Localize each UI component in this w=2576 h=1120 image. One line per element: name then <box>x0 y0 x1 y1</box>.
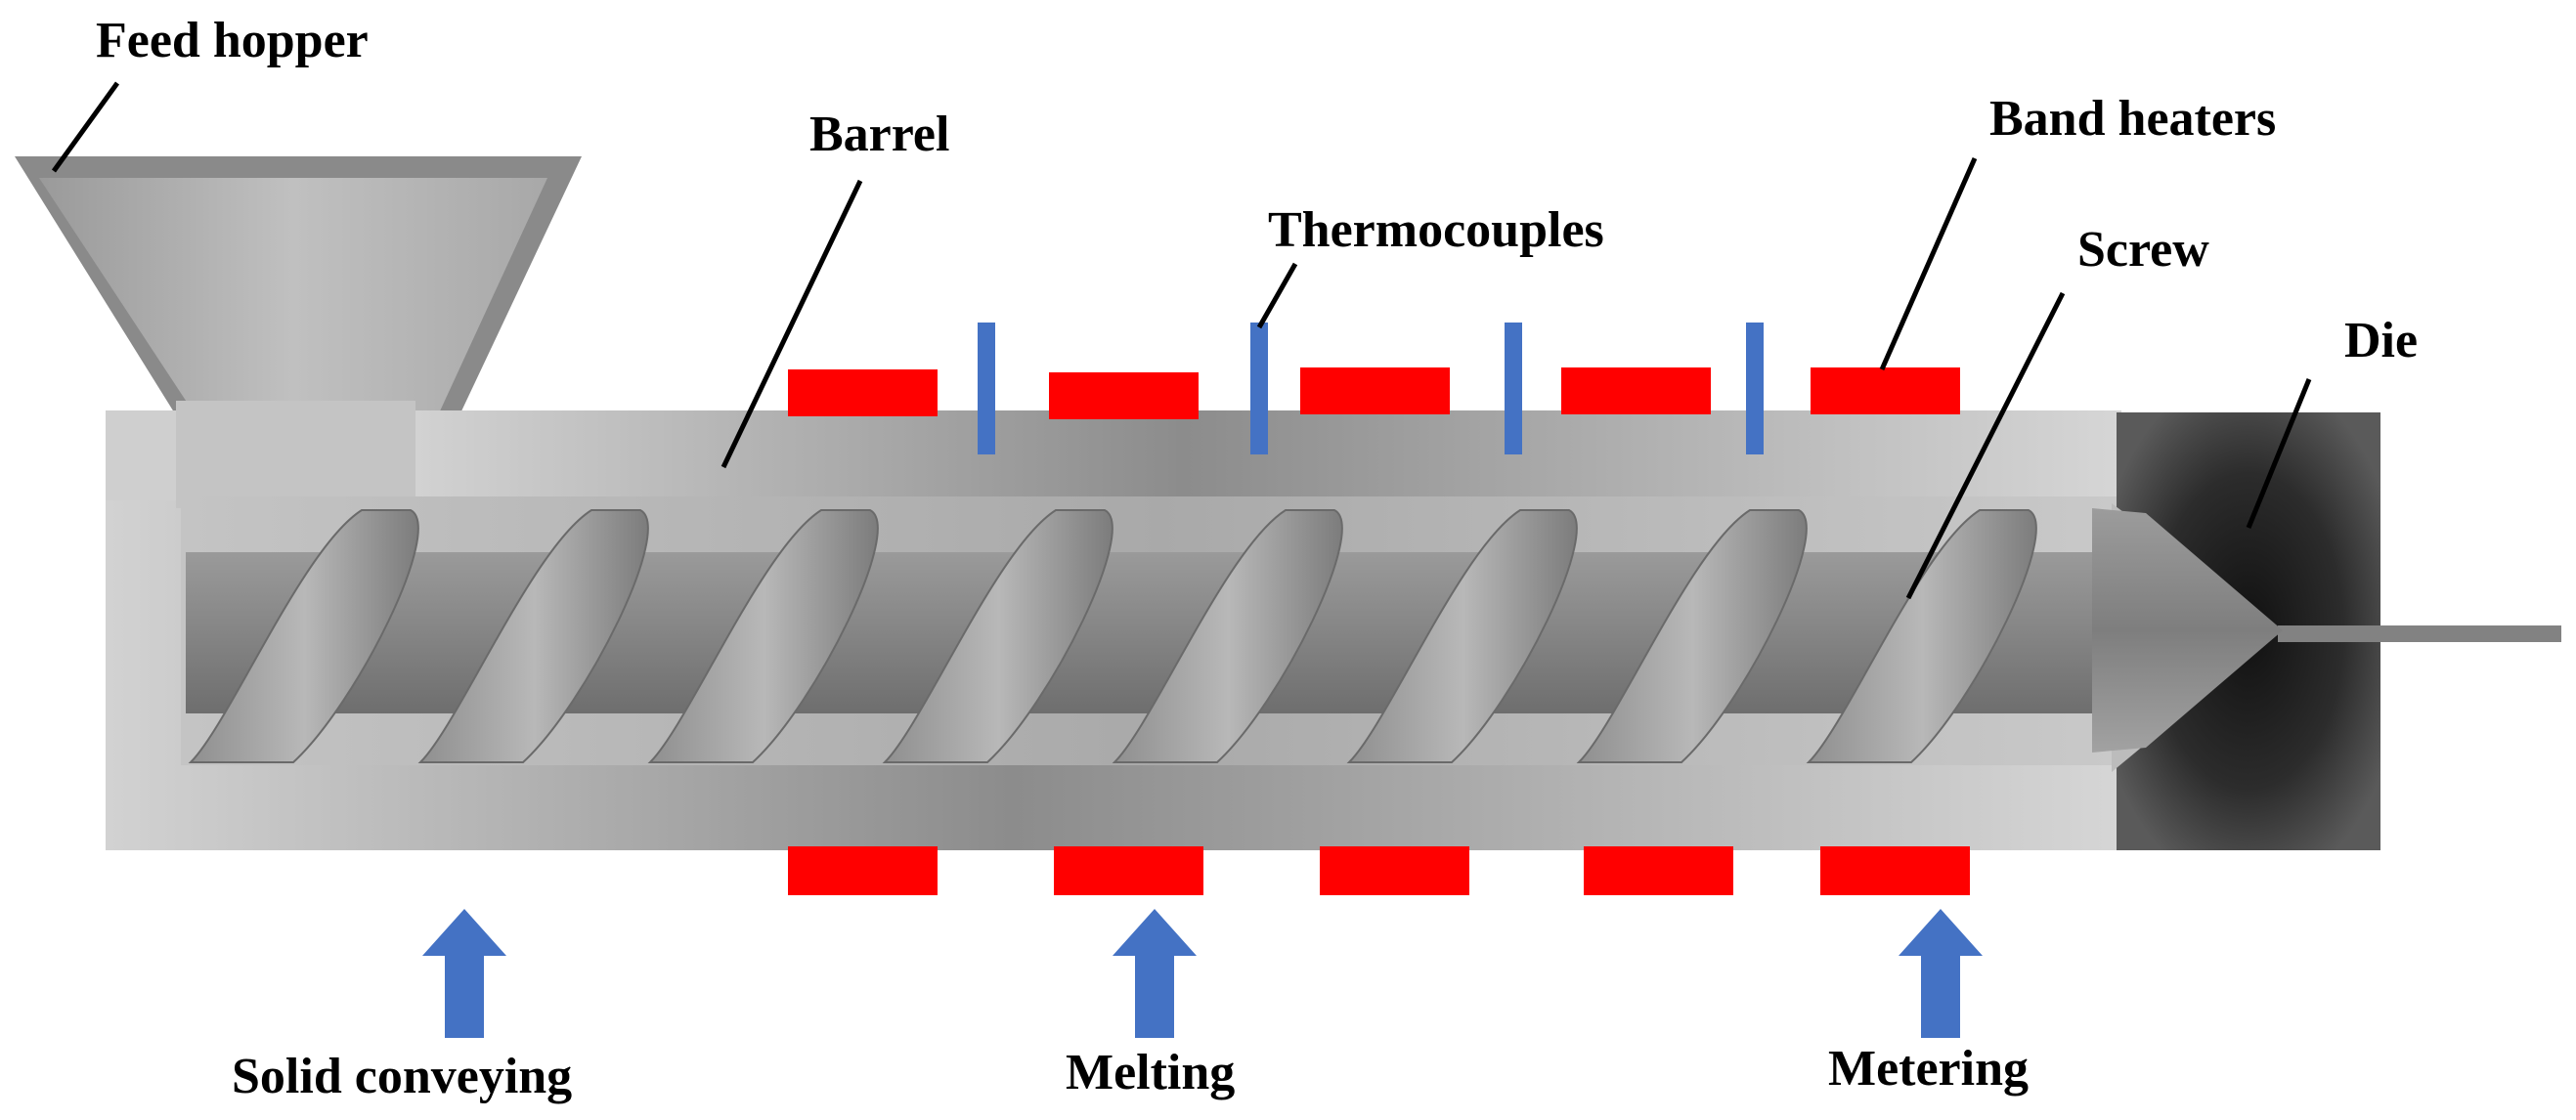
up-arrow-icon <box>422 909 506 1038</box>
up-arrow-icon <box>1113 909 1197 1038</box>
label-feed-hopper: Feed hopper <box>96 13 369 68</box>
band-heater-bottom <box>1320 846 1469 895</box>
label-screw: Screw <box>2077 222 2209 278</box>
label-thermocouples: Thermocouples <box>1268 202 1604 258</box>
thermocouple-probe <box>1505 323 1522 454</box>
thermocouple-probe <box>1250 323 1268 454</box>
screw-tip <box>2092 508 2283 753</box>
screw-flight <box>1576 509 1808 763</box>
leader-screw <box>1905 291 2066 600</box>
band-heater-top <box>788 369 938 416</box>
label-solid-conveying: Solid conveying <box>232 1049 572 1104</box>
screw-flight <box>882 509 1113 763</box>
screw-flight <box>647 509 879 763</box>
band-heater-bottom <box>1054 846 1203 895</box>
screw-flight <box>417 509 649 763</box>
thermocouples <box>978 323 1764 454</box>
label-die: Die <box>2344 313 2418 368</box>
screw-flight <box>1806 509 2037 763</box>
band-heater-bottom <box>1820 846 1970 895</box>
leader-thermocouples <box>1256 262 1298 329</box>
band-heater-top <box>1811 367 1960 414</box>
leader-feed-hopper <box>51 81 120 173</box>
screw-flight <box>1112 509 1343 763</box>
screw-flight <box>188 509 419 763</box>
leader-barrel <box>720 179 863 469</box>
leader-band-heaters <box>1879 156 1978 371</box>
thermocouple-probe <box>978 323 995 454</box>
screw-flight <box>1346 509 1578 763</box>
up-arrow-icon <box>1899 909 1983 1038</box>
leader-lines <box>51 81 2312 600</box>
band-heater-top <box>1049 372 1199 419</box>
label-band-heaters: Band heaters <box>1989 91 2276 147</box>
extrudate <box>2278 625 2561 642</box>
band-heater-bottom <box>788 846 938 895</box>
label-metering: Metering <box>1828 1041 2029 1097</box>
band-heater-top <box>1561 367 1711 414</box>
leader-die <box>2246 378 2312 529</box>
label-melting: Melting <box>1066 1045 1235 1100</box>
screw <box>186 508 2283 763</box>
process-zone-arrows <box>422 909 1983 1038</box>
thermocouple-probe <box>1746 323 1764 454</box>
label-barrel: Barrel <box>809 107 949 162</box>
band-heater-top <box>1300 367 1450 414</box>
band-heater-bottom <box>1584 846 1733 895</box>
band-heaters <box>788 367 1970 895</box>
